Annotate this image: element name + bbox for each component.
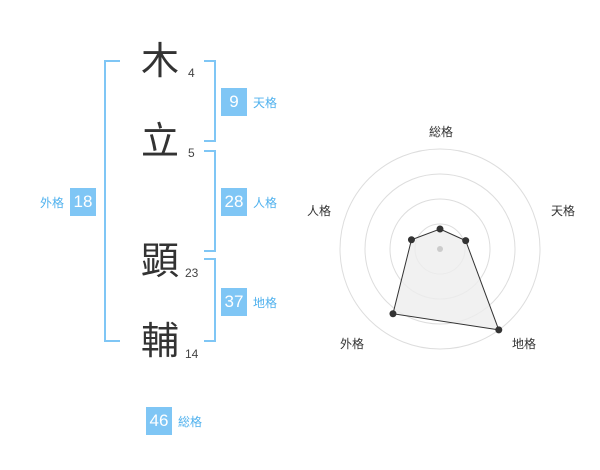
chikaku-label: 地格: [253, 295, 278, 310]
tenkaku-group: 9 天格: [221, 88, 277, 116]
name-char-3: 顕: [141, 239, 180, 283]
jinkaku-bracket: [204, 150, 216, 252]
radar-label-tenkaku: 天格: [551, 204, 576, 218]
chikaku-bracket: [204, 258, 216, 342]
jinkaku-value: 28: [221, 188, 247, 216]
jinkaku-label: 人格: [253, 195, 278, 210]
soukaku-value: 46: [146, 407, 172, 435]
stroke-count-3: 23: [185, 266, 199, 280]
gaikaku-label: 外格: [40, 195, 65, 210]
name-char-4: 輔: [141, 319, 180, 363]
radar-point: [389, 310, 397, 318]
chikaku-value: 37: [221, 288, 247, 316]
chikaku-group: 37 地格: [221, 288, 277, 316]
radar-label-chikaku: 地格: [512, 337, 537, 351]
radar-center-dot: [437, 246, 443, 252]
radar-point: [462, 237, 470, 245]
radar-point: [495, 326, 503, 334]
radar-point: [407, 236, 415, 244]
radar-point: [436, 225, 444, 233]
jinkaku-group: 28 人格: [221, 188, 277, 216]
stroke-count-2: 5: [188, 146, 195, 160]
tenkaku-value: 9: [221, 88, 247, 116]
stroke-count-4: 14: [185, 347, 199, 361]
gaikaku-group: 外格 18: [40, 188, 97, 216]
gaikaku-bracket: [104, 60, 120, 342]
stroke-count-1: 4: [188, 66, 195, 80]
soukaku-label: 総格: [178, 414, 203, 429]
radar-label-soukaku: 総格: [429, 125, 454, 139]
radar-ring: [364, 173, 516, 325]
tenkaku-label: 天格: [253, 95, 278, 110]
gaikaku-value: 18: [70, 188, 97, 216]
radar-polygon: [392, 228, 500, 331]
radar-ring: [339, 148, 541, 350]
radar-label-jinkaku: 人格: [307, 204, 332, 218]
name-char-2: 立: [141, 119, 180, 163]
soukaku-group: 46 総格: [146, 407, 202, 435]
name-char-1: 木: [141, 39, 180, 83]
tenkaku-bracket: [204, 60, 216, 142]
radar-label-gaikaku: 外格: [340, 337, 365, 351]
